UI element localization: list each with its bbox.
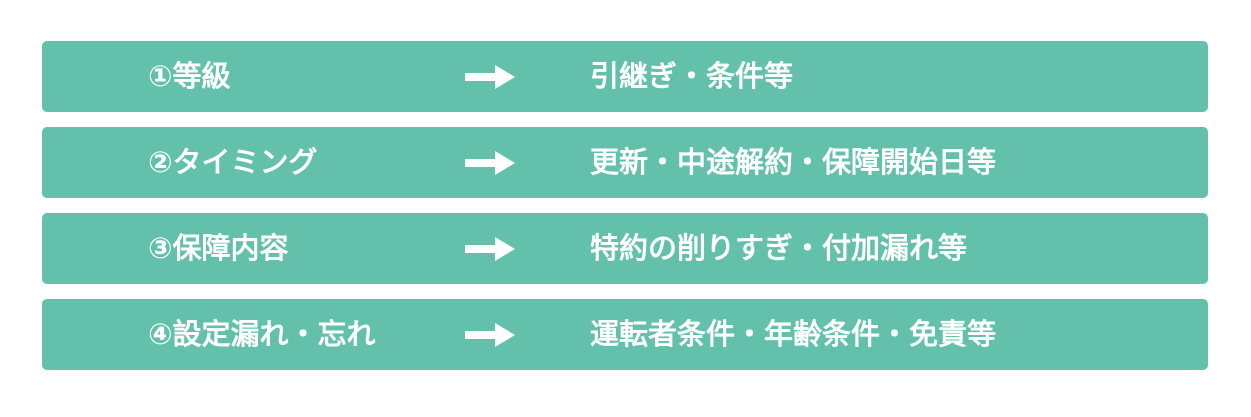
right-arrow-icon	[465, 237, 515, 261]
right-arrow-icon	[465, 65, 515, 89]
right-arrow-icon	[465, 151, 515, 175]
list-item-4: ④設定漏れ・忘れ 運転者条件・年齢条件・免責等	[42, 299, 1208, 370]
item-label: ③保障内容	[148, 231, 289, 265]
list-item-1: ①等級 引継ぎ・条件等	[42, 41, 1208, 112]
item-list: ①等級 引継ぎ・条件等 ②タイミング 更新・中途解約・保障開始日等 ③保障内容 …	[42, 41, 1208, 385]
item-value: 運転者条件・年齢条件・免責等	[590, 317, 997, 351]
list-item-2: ②タイミング 更新・中途解約・保障開始日等	[42, 127, 1208, 198]
list-item-3: ③保障内容 特約の削りすぎ・付加漏れ等	[42, 213, 1208, 284]
item-label: ①等級	[148, 59, 231, 93]
item-value: 特約の削りすぎ・付加漏れ等	[590, 231, 968, 265]
right-arrow-icon	[465, 323, 515, 347]
item-label: ④設定漏れ・忘れ	[148, 317, 376, 351]
item-value: 引継ぎ・条件等	[590, 59, 794, 93]
item-label: ②タイミング	[148, 145, 318, 179]
item-value: 更新・中途解約・保障開始日等	[590, 145, 997, 179]
